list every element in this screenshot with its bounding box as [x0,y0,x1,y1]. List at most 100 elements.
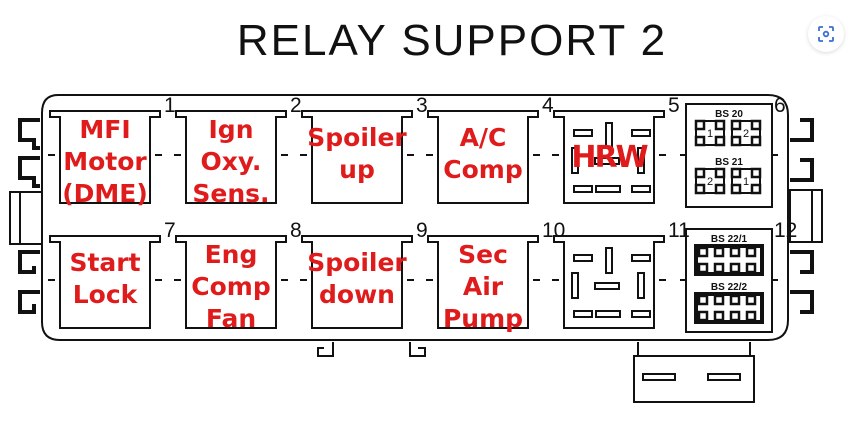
clip [18,118,40,150]
connector-plug [731,168,761,194]
socket-pin [573,129,593,137]
connector-plug [695,120,725,146]
socket-pin [594,282,620,290]
clip [18,156,40,188]
connector-plug [694,292,764,324]
socket-pin [605,122,613,149]
connector-plug [695,168,725,194]
socket-pin [637,147,645,174]
relay-label-line: Eng [205,240,258,269]
left-mounting-clips [9,118,43,314]
side-tab [9,191,43,245]
relay-label-line: Start [69,248,140,277]
clip [790,158,814,182]
relay-label-line: Fan [206,304,256,333]
pin-number: 1 [707,128,713,140]
socket-pin [573,310,593,318]
connector-label: BS 22/2 [711,282,748,293]
relay-outline [175,235,287,329]
relay-label-line: Lock [73,280,139,309]
clip [18,290,40,314]
relay-label-line: Pump [443,304,523,333]
slot-number: 1 [164,94,176,117]
image-search-button[interactable] [808,16,844,52]
socket-pin [631,129,651,137]
clip [790,118,814,142]
foot [409,342,426,357]
relay-label-line: Sens. [192,179,269,208]
connector-pin [707,373,741,381]
image-search-icon [818,26,834,42]
socket-pin [595,185,621,193]
connector-pin [642,373,676,381]
pin-number: 2 [707,176,713,188]
socket-pin [631,254,651,262]
relay-label-line: Spoiler [307,248,407,277]
connector-plug [731,120,761,146]
relay-label-line: MFI [79,115,130,144]
relay-label-line: Air [463,272,504,301]
bottom-connector [633,355,755,403]
slot-number: 11 [668,219,690,242]
relay-outline [427,110,539,204]
slot-number: 2 [290,94,302,117]
housing-outline [41,94,789,341]
connector-label: BS 21 [715,157,743,168]
relay-label-line: HRW [571,140,648,175]
connector-label: BS 20 [715,109,743,120]
slot-number: 8 [290,219,302,242]
clip [790,250,814,274]
relay-label-line: Comp [191,272,270,301]
foot [317,342,334,357]
slot-number: 9 [416,219,428,242]
relay-outline [301,110,413,204]
relay-outline [49,235,161,329]
relay-label-line: Motor [63,147,147,176]
bottom-features [317,342,755,403]
diagram-title: RELAY SUPPORT 2 [237,16,667,65]
slot-number: 4 [542,94,554,117]
relay-label-line: Sec [458,240,508,269]
pin-number: 1 [743,176,749,188]
slot-number: 7 [164,219,176,242]
slot-number: 6 [774,94,786,117]
slot-number: 3 [416,94,428,117]
relay-label-line: Oxy. [201,147,262,176]
socket-pin [571,147,579,174]
right-mounting-clips [789,118,823,314]
relay-outline [49,110,161,204]
clip [18,250,40,274]
slot-number: 12 [774,219,797,242]
pin-number: 2 [743,128,749,140]
socket-pin [595,310,621,318]
socket-pin [571,272,579,299]
socket-pin [637,272,645,299]
slot-12: 12 BS 22/1 BS 22/2 [680,219,797,333]
relay-label-line: up [339,155,375,184]
socket-pin [631,185,651,193]
relay-outline [175,110,287,204]
relay-outline [553,235,665,329]
relay-label-line: A/C [460,123,507,152]
socket-pin [605,247,613,274]
socket-pin [573,185,593,193]
relay-label-line: Spoiler [307,123,407,152]
slot-number: 5 [668,94,680,117]
relay-outline [553,110,665,204]
relay-outline [301,235,413,329]
relay-label-line: (DME) [62,179,148,208]
socket-pin [573,254,593,262]
socket-pin [594,157,620,165]
connector-label: BS 22/1 [711,234,748,245]
